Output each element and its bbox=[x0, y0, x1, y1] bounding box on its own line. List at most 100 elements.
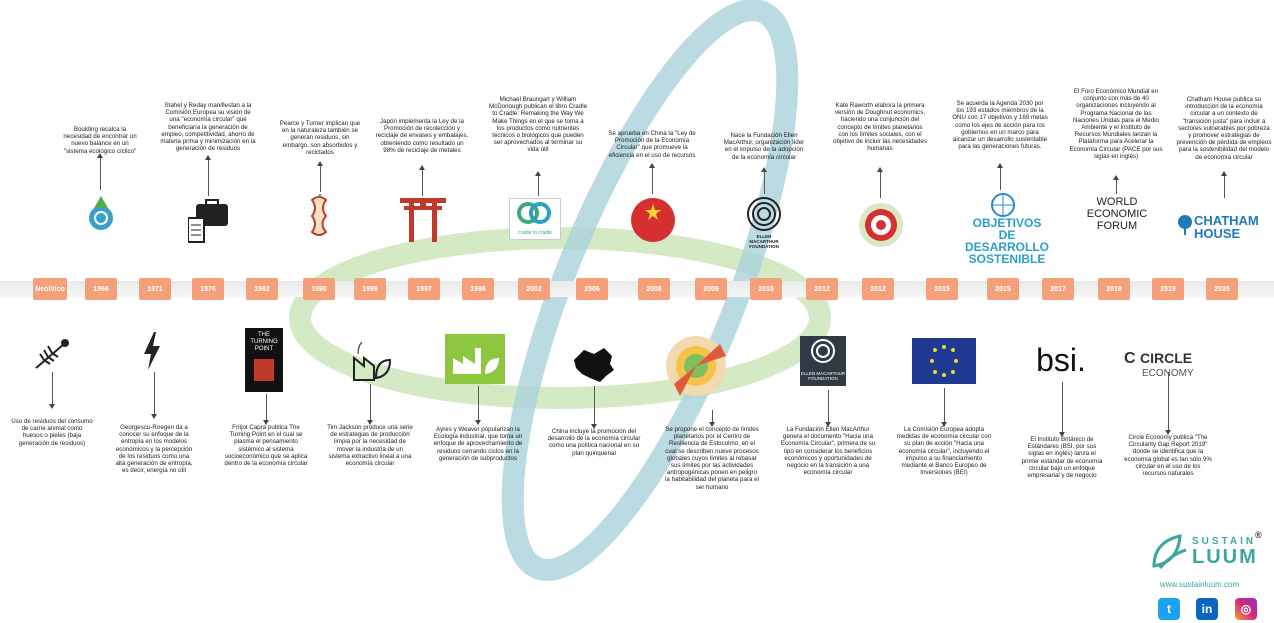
twitter-icon[interactable]: t bbox=[1158, 598, 1180, 620]
connector-line bbox=[944, 388, 945, 422]
year-box: 2008 bbox=[638, 278, 670, 300]
china-flag-globe-icon bbox=[631, 198, 675, 242]
connector-line bbox=[100, 158, 101, 190]
circle-line1: CIRCLE bbox=[1140, 350, 1193, 366]
wef-line2: ECONOMIC bbox=[1086, 208, 1148, 220]
year-box: 2002 bbox=[518, 278, 550, 300]
connector-line bbox=[538, 176, 539, 196]
connector-line bbox=[266, 394, 267, 420]
globe-recycle-icon bbox=[89, 196, 113, 230]
brand-url[interactable]: www.sustainluum.com bbox=[1160, 580, 1240, 589]
arrow-icon bbox=[1113, 175, 1119, 180]
year-box: 2009 bbox=[695, 278, 727, 300]
top-text: Se acuerda la Agenda 2030 por los 193 es… bbox=[952, 100, 1048, 151]
arrow-icon bbox=[475, 420, 481, 425]
top-text: Se aprueba en China la "Ley de Promoción… bbox=[608, 130, 696, 159]
instagram-icon[interactable]: ◎ bbox=[1235, 598, 1257, 620]
year-box: 1990 bbox=[303, 278, 335, 300]
sdg-line2: DE DESARROLLO bbox=[965, 228, 1049, 254]
brand-line2: LUUM bbox=[1192, 546, 1258, 568]
year-box: 1976 bbox=[192, 278, 224, 300]
top-text: Stahel y Reday manifiestan a la Comisión… bbox=[160, 102, 256, 153]
arrow-icon bbox=[997, 163, 1003, 168]
lightning-bolt-icon bbox=[144, 332, 160, 370]
top-text: Chatham House publica su introducción de… bbox=[1176, 96, 1272, 161]
fish-bone-icon bbox=[35, 339, 69, 369]
bottom-text: La Fundación Ellen MacArthur genera el d… bbox=[780, 426, 876, 477]
brand-line1: SUSTAIN bbox=[1192, 536, 1257, 547]
arrow-icon bbox=[97, 153, 103, 158]
year-box: 1997 bbox=[408, 278, 440, 300]
arrow-icon bbox=[535, 171, 541, 176]
china-map-icon bbox=[574, 348, 614, 382]
connector-line bbox=[828, 390, 829, 422]
connector-line bbox=[422, 170, 423, 196]
arrow-icon bbox=[877, 167, 883, 172]
top-text: Pearce y Turner implican que en la natur… bbox=[279, 120, 361, 156]
wef-line1: WORLD bbox=[1096, 196, 1138, 208]
book-title: THE TURNING POINT bbox=[250, 332, 278, 352]
arrow-icon bbox=[761, 167, 767, 172]
top-text: Kate Raworth elabora la primera versión … bbox=[833, 102, 927, 153]
arrow-icon bbox=[941, 422, 947, 427]
year-box: 2015 bbox=[987, 278, 1019, 300]
eu-flag-icon bbox=[912, 338, 976, 384]
year-box: 1982 bbox=[246, 278, 278, 300]
blue-ring bbox=[501, 0, 799, 581]
chatham-line2: HOUSE bbox=[1194, 226, 1241, 241]
arrow-icon bbox=[419, 165, 425, 170]
connector-line bbox=[52, 372, 53, 404]
un-emblem-icon bbox=[991, 193, 1015, 217]
bottom-text: Ayres y Weaver popularizan la Ecología i… bbox=[433, 426, 523, 462]
year-box: 1971 bbox=[139, 278, 171, 300]
chatham-tree-icon bbox=[1178, 215, 1192, 235]
ellen-macarthur-logo: ELLEN MACARTHUR FOUNDATION bbox=[800, 336, 846, 386]
year-box: 2018 bbox=[1098, 278, 1130, 300]
year-box: 2015 bbox=[926, 278, 958, 300]
year-box: 1998 bbox=[462, 278, 494, 300]
arrow-icon bbox=[205, 155, 211, 160]
bottom-text: Georgescu-Roegen da a conocer su enfoque… bbox=[115, 424, 193, 475]
connector-line bbox=[1168, 372, 1169, 430]
chatham-line1: CHATHAM bbox=[1194, 213, 1259, 228]
year-box: 1966 bbox=[85, 278, 117, 300]
sustainluum-leaf-icon bbox=[1152, 534, 1187, 569]
connector-line bbox=[880, 172, 881, 198]
connector-line bbox=[320, 166, 321, 192]
doughnut-economics-icon bbox=[859, 203, 903, 247]
connector-line bbox=[1000, 168, 1001, 190]
year-box: 2006 bbox=[576, 278, 608, 300]
linkedin-icon[interactable]: in bbox=[1196, 598, 1218, 620]
cradle-to-cradle-logo: cradle to cradle bbox=[509, 198, 561, 240]
apple-core-icon bbox=[310, 194, 328, 236]
year-box: 1996 bbox=[354, 278, 386, 300]
connector-line bbox=[1224, 176, 1225, 198]
year-box: 2020 bbox=[1206, 278, 1238, 300]
connector-line bbox=[1116, 180, 1117, 194]
arrow-icon bbox=[1221, 171, 1227, 176]
top-text: Boulding recalca la necesidad de encontr… bbox=[63, 126, 137, 155]
year-box: Neolítico bbox=[33, 278, 67, 300]
bottom-text: Uso de residuos del consumo de carne ani… bbox=[11, 418, 93, 447]
arrow-icon bbox=[367, 420, 373, 425]
briefcase-document-icon bbox=[188, 199, 228, 243]
top-text: Michael Braungart y William McDonough pu… bbox=[488, 96, 588, 154]
year-box: 2010 bbox=[750, 278, 782, 300]
bottom-text: Tim Jackson produce una serie de estrate… bbox=[327, 424, 413, 468]
emf-top-label: ELLEN MACARTHUR FOUNDATION bbox=[749, 234, 779, 249]
arrow-icon bbox=[591, 424, 597, 429]
factory-leaf-icon bbox=[353, 341, 392, 381]
arrow-icon bbox=[49, 404, 55, 409]
year-box: 2017 bbox=[1042, 278, 1074, 300]
circle-c-icon: C bbox=[1124, 350, 1136, 367]
arrow-icon bbox=[825, 422, 831, 427]
year-box: 2012 bbox=[862, 278, 894, 300]
top-text: Nace la Fundación Ellen MacArthur, organ… bbox=[723, 132, 805, 161]
torii-gate-icon bbox=[400, 198, 446, 242]
year-box: 2012 bbox=[806, 278, 838, 300]
bottom-text: Fritjot Capra publica The Turning Point … bbox=[224, 424, 308, 468]
brand-registered: ® bbox=[1255, 530, 1262, 540]
bottom-text: China incluye la promoción del desarroll… bbox=[547, 428, 641, 457]
arrow-icon bbox=[263, 420, 269, 425]
arrow-icon bbox=[1165, 430, 1171, 435]
